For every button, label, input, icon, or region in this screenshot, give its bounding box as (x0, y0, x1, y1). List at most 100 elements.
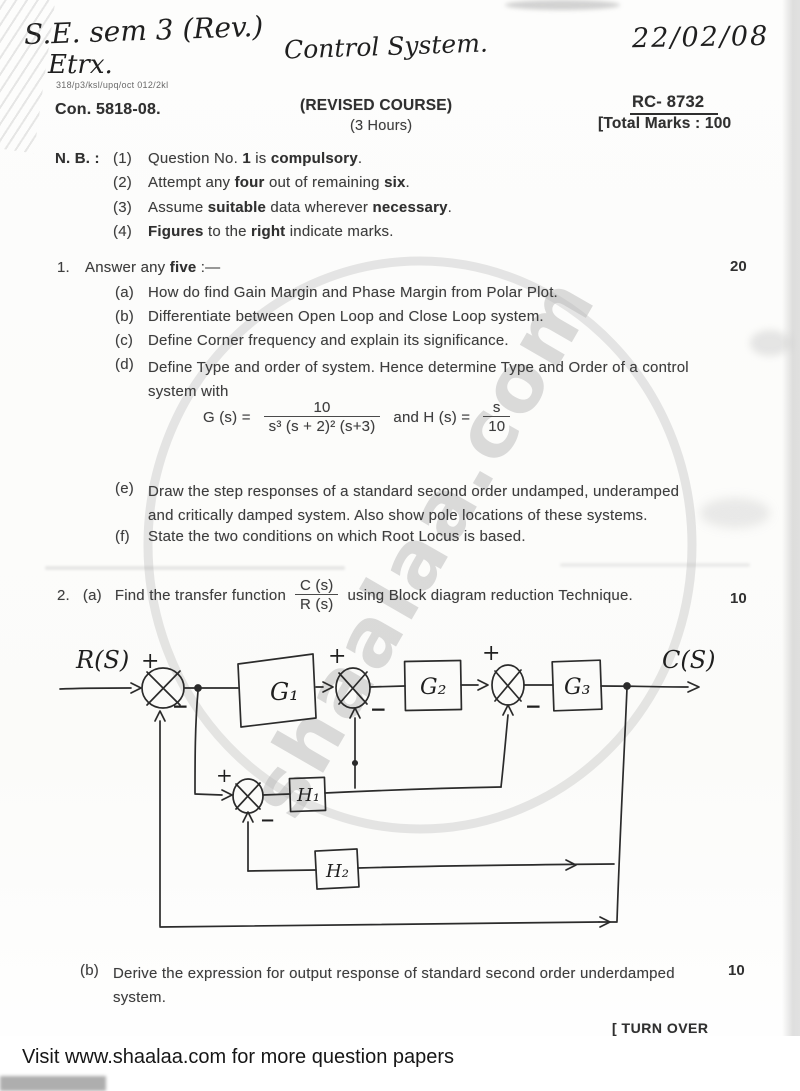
takeoff-dot-a (194, 684, 202, 692)
arrow-into-sum1-bottom (154, 710, 166, 722)
nb-item-3-num: (3) (113, 199, 132, 216)
q1-item-c-num: (c) (115, 332, 134, 349)
q1-item-c-text: Define Corner frequency and explain its … (148, 332, 509, 349)
formula-g-fraction: 10 s³ (s + 2)² (s+3) (263, 399, 381, 436)
sum2-cross (338, 671, 368, 705)
q2a-frac-num: C (s) (299, 577, 334, 594)
q2a-sub: (a) (82, 586, 102, 604)
q2a-pre: Find the transfer function (114, 586, 286, 604)
branch-dot (351, 759, 359, 767)
handwritten-subject: Control System. (283, 28, 489, 65)
formula-h-denominator: 10 (483, 416, 511, 435)
q1-marks: 20 (730, 258, 747, 275)
h1-output-line (324, 786, 502, 794)
sum1-minus-sign: − (172, 694, 189, 718)
q2a-post: using Block diagram reduction Technique. (347, 586, 633, 604)
paper-code: RC- 8732 (630, 93, 719, 115)
branch-up-to-sum3 (500, 714, 509, 788)
sum2-minus-sign: − (370, 697, 387, 721)
arrow-into-sum4 (221, 789, 233, 801)
nb-item-4-num: (4) (113, 223, 132, 240)
q2a-marks: 10 (730, 590, 747, 607)
q1-number: 1. (57, 259, 70, 276)
turn-over-note: [ TURN OVER (612, 1020, 709, 1036)
scan-smudge-top (505, 0, 620, 10)
arrow-into-sum2-bottom (349, 707, 361, 719)
sum4-to-h1-line (262, 793, 291, 796)
outer-loop-right-line (616, 687, 628, 922)
handwritten-branch: Etrx. (48, 50, 113, 80)
formula-g-denominator: s³ (s + 2)² (s+3) (263, 416, 381, 435)
nb-item-1-num: (1) (113, 150, 132, 167)
q2b-line2: system. (113, 989, 167, 1006)
nb-item-1-text: Question No. 1 is compulsory. (148, 150, 363, 167)
formula-g-numerator: 10 (313, 399, 331, 416)
duration: (3 Hours) (350, 118, 413, 134)
to-sum4-line (194, 793, 223, 796)
q1-item-a-text: How do find Gain Margin and Phase Margin… (148, 284, 558, 301)
nb-label: N. B. : (55, 150, 100, 167)
q1-item-a-num: (a) (115, 284, 134, 301)
q1-item-b-text: Differentiate between Open Loop and Clos… (148, 308, 544, 325)
q1-item-d-num: (d) (115, 356, 134, 373)
h2-line-arrow (565, 859, 577, 871)
sum3-cross (494, 669, 522, 702)
block-g3 (551, 659, 603, 712)
q2a-row: 2. (a) Find the transfer function C (s) … (57, 577, 633, 614)
sum3-plus-sign: + (482, 641, 500, 666)
q2-number: 2. (57, 586, 70, 604)
block-h1 (288, 776, 327, 813)
q1d-formula: G (s) = 10 s³ (s + 2)² (s+3) and H (s) =… (203, 399, 511, 436)
block-diagram: R(S) C(S) G₁ G₂ G₃ H₁ H₂ + + + + − − − − (59, 641, 716, 928)
q2a-frac-den: R (s) (294, 594, 339, 613)
arrow-into-sum3-bottom (502, 704, 514, 716)
diagram-output-label: C(S) (662, 646, 716, 674)
scan-smear-left (45, 566, 345, 570)
nb-item-2-num: (2) (113, 174, 132, 191)
scan-smudge-right-2 (700, 498, 770, 528)
formula-h-numerator: s (492, 399, 501, 416)
q1-item-f-num: (f) (115, 528, 130, 545)
arrow-into-sum2 (322, 681, 334, 693)
sum3-minus-sign: − (525, 694, 542, 718)
sum1-cross (146, 670, 181, 706)
formula-h-label: and H (s) = (393, 408, 471, 426)
formula-h-fraction: s 10 (483, 399, 511, 436)
arrow-into-sum4-bottom (242, 811, 254, 823)
takeoff-a-down-line (194, 690, 199, 794)
sum4-minus-sign: − (260, 810, 275, 831)
footer-text: Visit www.shaalaa.com for more question … (22, 1046, 455, 1068)
q2a-fraction: C (s) R (s) (294, 577, 339, 614)
h2-left-line (247, 869, 317, 872)
h2-label: H₂ (325, 861, 349, 882)
handwritten-course-code: S.E. sem 3 (Rev.) (23, 9, 264, 52)
g2-label: G₂ (420, 675, 446, 700)
q1-item-f-text: State the two conditions on which Root L… (148, 528, 526, 545)
q1-item-e-line1: Draw the step responses of a standard se… (148, 483, 680, 500)
q2b-line1: Derive the expression for output respons… (113, 965, 675, 982)
q1-item-b-num: (b) (115, 308, 134, 325)
q1-item-e-num: (e) (115, 480, 134, 497)
sum2-to-g2-line (369, 685, 406, 688)
h1-label: H₁ (296, 785, 320, 806)
arrow-into-sum3 (477, 679, 489, 691)
total-marks: [Total Marks : 100 (598, 115, 732, 132)
con-number: Con. 5818-08. (55, 101, 161, 118)
outer-loop-bottom-line (159, 921, 600, 928)
scan-smear-right (560, 563, 750, 567)
scan-edge-right (782, 0, 800, 1036)
handwritten-date: 22/02/08 (631, 20, 770, 55)
output-arrow (687, 681, 700, 693)
sum2-plus-sign: + (328, 644, 346, 669)
q2b-text: Derive the expression for output respons… (113, 962, 675, 1010)
q1-item-e-line2: and critically damped system. Also show … (148, 507, 648, 524)
sum4-plus-sign: + (216, 763, 233, 787)
q1-item-d-line1: Define Type and order of system. Hence d… (148, 359, 689, 376)
summing-junction-2 (335, 667, 371, 709)
output-line (600, 685, 689, 688)
formula-g-label: G (s) = (203, 408, 251, 426)
q2b-marks: 10 (728, 962, 745, 979)
sum4-cross (235, 782, 261, 810)
scan-smudge-right-1 (750, 330, 790, 356)
